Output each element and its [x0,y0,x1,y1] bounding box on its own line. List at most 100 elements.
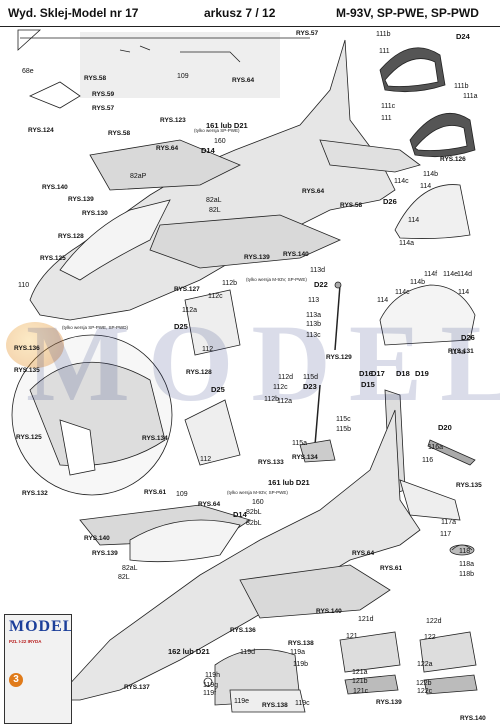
cover-subtitle: PZL I-22 IRYDA [9,639,42,644]
figure-label: RYS.128 [186,369,212,376]
part-number-label: 114b [410,279,426,286]
part-number-label: 121c [353,688,369,695]
part-number-label: 109 [177,73,189,80]
part-number-label: D20 [438,423,452,432]
part-number-label: D14 [233,510,247,519]
figure-label: RYS.64 [352,550,375,557]
version-note: (tylko wersja SP-PWE, SP-PWD) [62,325,129,330]
part-number-label: 114 [377,297,389,304]
part-number-label: D18 [396,369,410,378]
figure-label: RYS.64 [198,501,221,508]
figure-label: RYS.139 [376,699,402,706]
figure-label: RYS.129 [326,354,352,361]
part-number-label: 113c [306,332,321,339]
canopy-part-68e [28,81,81,109]
part-number-label: D16 [359,369,373,378]
figure-label: RYS.140 [460,715,486,722]
figure-label: RYS.140 [42,184,68,191]
figure-label: RYS.57 [92,105,115,112]
cover-title: MODEL [9,618,72,635]
figure-label: RYS.57 [296,30,319,37]
part-number-label: 82bL [246,509,262,516]
part-number-label: 160 [252,499,264,506]
bottom-parts [203,631,478,713]
part-number-label: 114a [450,349,466,356]
part-number-label: 118 [459,548,471,555]
figure-label: RYS.140 [84,535,110,542]
part-number-label: 112b [222,280,238,287]
version-note: (tylko wersja M-93V, SP-PWE) [246,277,307,282]
part-number-label: 112 [200,456,212,463]
part-number-label: 82aL [122,565,138,572]
part-number-label: D17 [371,369,385,378]
variant-list: M-93V, SP-PWE, SP-PWD [336,6,479,20]
part-number-label: D26 [461,333,475,342]
part-number-label: 119b [293,661,309,668]
figure-label: RYS.138 [262,702,288,709]
part-number-label: 117a [441,519,457,526]
cover-number: 3 [9,673,23,687]
part-number-label: 111a [463,93,478,100]
figure-label: RYS.138 [288,640,314,647]
part-number-label: 112c [208,293,223,300]
version-note: (tylko wersja SP-PWE) [194,128,240,133]
part-number-label: 114c [395,289,410,296]
figure-label: RYS.139 [92,550,118,557]
publisher-title: Wyd. Sklej-Model nr 17 [8,6,139,20]
lower-aircraft [54,409,421,701]
panel-corner [17,29,42,51]
sheet-number: arkusz 7 / 12 [204,6,276,20]
part-number-label: D26 [383,197,397,206]
wing-edge-details [119,45,241,63]
figure-label: RYS.131 [448,348,474,355]
part-number-label: 116a [428,444,444,451]
figure-label: RYS.64 [302,188,325,195]
assembly-drawing [11,29,478,713]
part-number-label: 114d [457,271,473,278]
part-number-label: 122c [417,688,433,695]
part-number-label: 110 [18,282,30,289]
figure-label: RYS.134 [142,435,168,442]
part-number-label: 82L [118,574,130,581]
figure-label: RYS.137 [124,684,150,691]
part-number-label: 122b [416,680,432,687]
figure-label: RYS.64 [156,145,179,152]
figure-label: RYS.135 [456,482,482,489]
part-number-label: D15 [361,380,375,389]
figure-label: RYS.125 [40,255,66,262]
part-number-label: 119e [234,698,250,705]
part-number-label: 114e [443,271,459,278]
part-number-label: 109 [176,491,188,498]
part-number-label: 113a [306,312,322,319]
part-number-label: 122 [424,634,436,641]
part-number-label: 118a [459,561,475,568]
part-number-label: 68e [22,68,34,75]
upper-aircraft [29,39,421,321]
part-number-label: 119a [290,649,306,656]
part-number-label: 119g [203,682,219,689]
part-number-label: 114a [399,240,415,247]
figure-label: RYS.126 [440,156,466,163]
part-number-label: 112d [278,374,294,381]
sheet-header: Wyd. Sklej-Model nr 17 arkusz 7 / 12 M-9… [0,0,500,27]
part-number-label: 113 [308,297,320,304]
part-number-label: 112b [264,396,280,403]
part-number-label: 114b [423,171,439,178]
part-number-label: 118b [459,571,475,578]
canopy-parts-right [379,47,476,346]
part-number-label: D14 [201,146,215,155]
figure-label: RYS.58 [340,202,363,209]
part-number-label: 121d [358,616,374,623]
part-number-label: 113b [306,321,322,328]
part-number-label: 119h [205,672,221,679]
figure-label: RYS.61 [380,565,403,572]
part-number-label: 115c [336,416,351,423]
part-number-label: 116 [422,457,434,464]
part-number-label: 117 [440,531,452,538]
part-number-label: 82aP [130,173,147,180]
part-number-label: 82L [209,207,221,214]
part-number-label: D23 [303,382,317,391]
part-number-label: 114f [424,271,438,278]
figure-label: RYS.64 [232,77,255,84]
part-number-label: 111b [454,83,469,90]
